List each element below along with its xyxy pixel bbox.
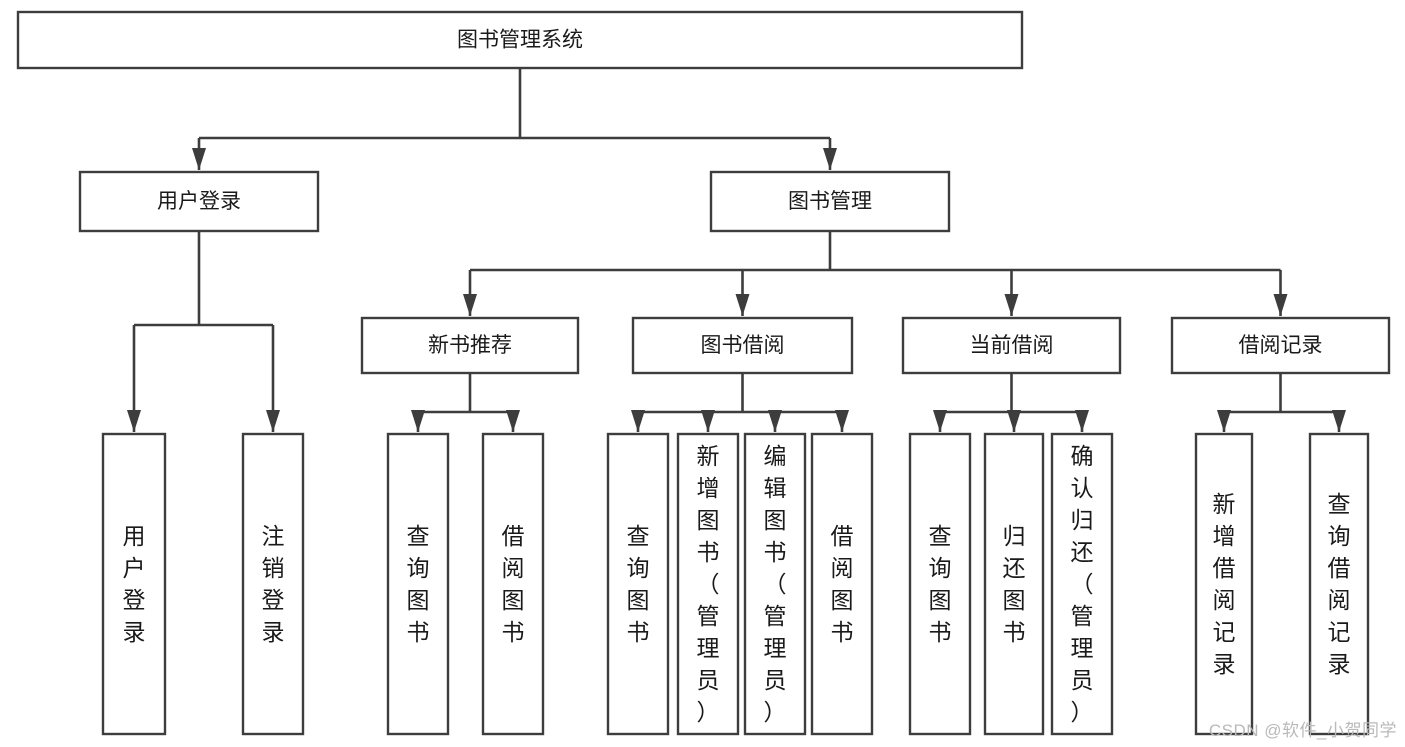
node-leaf-9-label: 归还图书: [1003, 523, 1026, 645]
arrow-head: [631, 410, 645, 432]
node-level3-0-label: 新书推荐: [428, 334, 512, 357]
node-leaf-1[interactable]: 注销登录: [241, 432, 305, 736]
node-leaf-8-rect[interactable]: [908, 432, 972, 736]
node-leaf-8-label: 查询图书: [929, 523, 952, 645]
node-leaf-11[interactable]: 新增借阅记录: [1194, 432, 1254, 736]
node-root-book-management-system-rect[interactable]: [16, 10, 1024, 70]
arrow-head: [701, 410, 715, 432]
arrow-head: [266, 410, 280, 432]
node-leaf-2[interactable]: 查询图书: [386, 432, 450, 736]
arrow-head: [192, 148, 206, 170]
node-root-book-management-system[interactable]: 图书管理系统: [16, 10, 1024, 70]
node-leaf-11-label: 新增借阅记录: [1213, 491, 1236, 677]
node-level3-1[interactable]: 图书借阅: [631, 316, 854, 375]
arrow-head: [1007, 410, 1021, 432]
node-leaf-6[interactable]: 编辑图书（管理员）: [743, 432, 807, 736]
node-level3-3-rect[interactable]: [1170, 316, 1391, 375]
node-leaf-7[interactable]: 借阅图书: [810, 432, 874, 736]
node-leaf-10[interactable]: 确认归还（管理员）: [1050, 432, 1114, 736]
arrow-head: [411, 410, 425, 432]
node-leaf-3-rect[interactable]: [481, 432, 545, 736]
node-level3-2-rect[interactable]: [901, 316, 1122, 375]
node-leaf-6-rect[interactable]: [743, 432, 807, 736]
node-leaf-7-label: 借阅图书: [831, 523, 854, 645]
node-leaf-0[interactable]: 用户登录: [101, 432, 167, 736]
boxes-layer: 图书管理系统用户登录图书管理新书推荐图书借阅当前借阅借阅记录用户登录注销登录查询…: [16, 10, 1391, 736]
arrow-head: [768, 410, 782, 432]
node-leaf-9-rect[interactable]: [983, 432, 1045, 736]
arrow-head: [127, 410, 141, 432]
arrow-head: [835, 410, 849, 432]
node-leaf-0-label: 用户登录: [123, 523, 146, 645]
arrow-head: [1273, 294, 1288, 316]
node-leaf-1-label: 注销登录: [262, 523, 285, 645]
node-leaf-11-rect[interactable]: [1194, 432, 1254, 736]
node-leaf-12-label: 查询借阅记录: [1328, 491, 1351, 677]
connectors-layer: [127, 68, 1346, 432]
node-leaf-0-rect[interactable]: [101, 432, 167, 736]
node-level3-1-label: 图书借阅: [701, 334, 785, 357]
node-leaf-5-rect[interactable]: [676, 432, 740, 736]
arrow-head: [1075, 410, 1089, 432]
arrow-head: [1332, 410, 1346, 432]
arrow-head: [933, 410, 947, 432]
node-leaf-1-rect[interactable]: [241, 432, 305, 736]
node-level3-0-rect[interactable]: [360, 316, 580, 375]
node-leaf-12[interactable]: 查询借阅记录: [1308, 432, 1370, 736]
node-root-book-management-system-label: 图书管理系统: [457, 29, 583, 52]
node-level3-1-rect[interactable]: [631, 316, 854, 375]
arrow-head: [823, 148, 837, 170]
arrow-head: [506, 410, 520, 432]
arrow-head: [1217, 410, 1231, 432]
node-leaf-7-rect[interactable]: [810, 432, 874, 736]
node-level2-1-rect[interactable]: [709, 170, 951, 233]
node-level3-3[interactable]: 借阅记录: [1170, 316, 1391, 375]
node-leaf-6-label: 编辑图书（管理员）: [764, 443, 787, 725]
node-leaf-5-label: 新增图书（管理员）: [697, 443, 720, 725]
node-leaf-4[interactable]: 查询图书: [606, 432, 670, 736]
node-level3-2-label: 当前借阅: [970, 334, 1054, 357]
node-leaf-5[interactable]: 新增图书（管理员）: [676, 432, 740, 736]
node-level3-2[interactable]: 当前借阅: [901, 316, 1122, 375]
node-leaf-2-label: 查询图书: [407, 523, 430, 645]
arrow-head: [735, 294, 750, 316]
node-leaf-2-rect[interactable]: [386, 432, 450, 736]
node-level3-0[interactable]: 新书推荐: [360, 316, 580, 375]
node-leaf-10-rect[interactable]: [1050, 432, 1114, 736]
node-leaf-8[interactable]: 查询图书: [908, 432, 972, 736]
arrow-head: [463, 294, 477, 316]
arrow-head: [1004, 294, 1019, 316]
node-leaf-12-rect[interactable]: [1308, 432, 1370, 736]
node-level2-0[interactable]: 用户登录: [78, 170, 320, 233]
node-leaf-4-label: 查询图书: [627, 523, 650, 645]
node-leaf-9[interactable]: 归还图书: [983, 432, 1045, 736]
node-level2-1-label: 图书管理: [788, 190, 872, 213]
node-level2-0-label: 用户登录: [157, 190, 241, 213]
node-leaf-3-label: 借阅图书: [502, 523, 525, 645]
node-level3-3-label: 借阅记录: [1239, 334, 1323, 357]
node-leaf-4-rect[interactable]: [606, 432, 670, 736]
node-leaf-10-label: 确认归还（管理员）: [1071, 443, 1094, 725]
node-leaf-3[interactable]: 借阅图书: [481, 432, 545, 736]
node-level2-0-rect[interactable]: [78, 170, 320, 233]
node-level2-1[interactable]: 图书管理: [709, 170, 951, 233]
